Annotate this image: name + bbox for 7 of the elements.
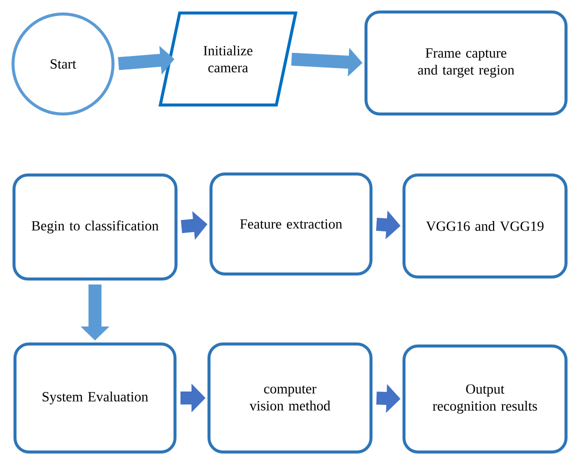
process-box: VGG16 and VGG19 <box>402 174 568 278</box>
process-box: Output recognition results <box>402 344 568 454</box>
process-box: System Evaluation <box>14 342 176 454</box>
process-box: Begin to classification <box>12 174 178 280</box>
process-box: computer vision method <box>208 342 372 454</box>
process-box: Feature extraction <box>210 172 372 276</box>
process-box: Frame capture and target region <box>364 10 568 116</box>
